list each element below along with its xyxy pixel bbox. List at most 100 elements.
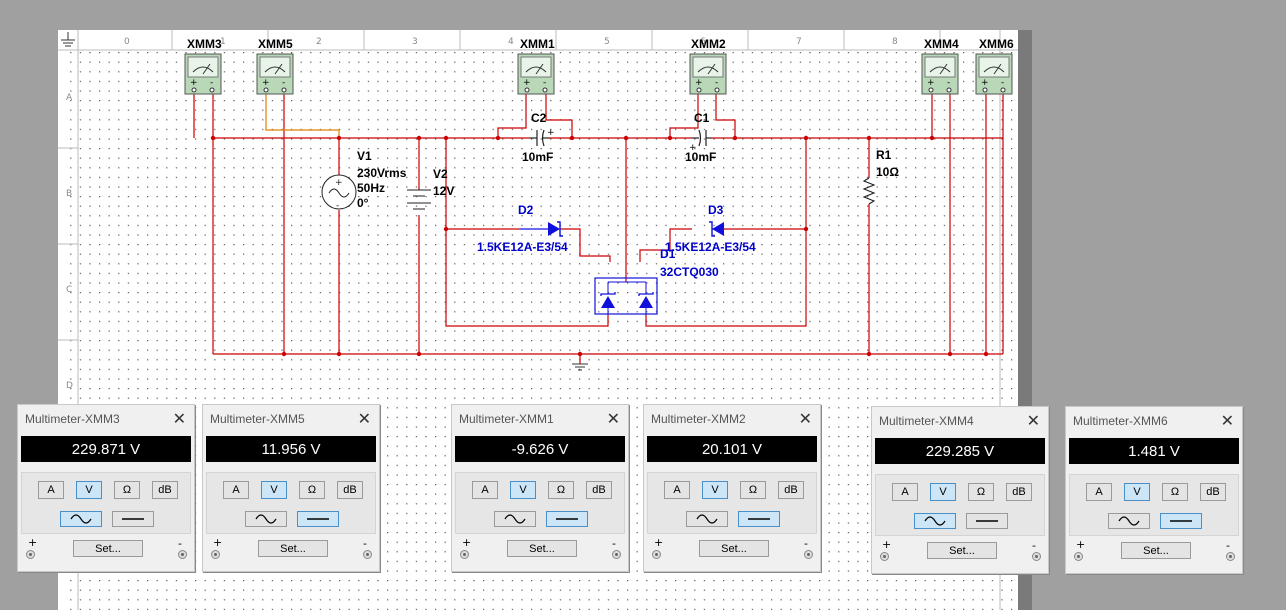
negative-terminal[interactable] (612, 550, 621, 559)
multimeter-xmm5-icon[interactable]: +- (256, 53, 294, 95)
label-xmm2: XMM2 (691, 37, 726, 51)
ac-mode-button[interactable] (914, 513, 956, 529)
dc-battery-icon[interactable] (407, 189, 431, 210)
ohmmeter-button[interactable]: Ω (548, 481, 574, 499)
dual-schottky-d1-icon[interactable] (594, 277, 658, 315)
meter-icons[interactable]: +-+-+-+-+-+- (184, 53, 1013, 95)
ac-mode-button[interactable] (60, 511, 102, 527)
ac-mode-button[interactable] (245, 511, 287, 527)
decibel-button[interactable]: dB (1200, 483, 1226, 501)
capacitor-c2-icon[interactable] (530, 129, 550, 147)
voltmeter-button[interactable]: V (76, 481, 102, 499)
zener-d3-icon[interactable] (709, 221, 724, 237)
window-title: Multimeter-XMM2 (651, 412, 746, 426)
set-button[interactable]: Set... (73, 540, 143, 557)
set-button[interactable]: Set... (699, 540, 769, 557)
wires[interactable] (193, 94, 1004, 364)
ammeter-button[interactable]: A (472, 481, 498, 499)
multimeter-xmm3-icon[interactable]: +- (184, 53, 222, 95)
window-title: Multimeter-XMM5 (210, 412, 305, 426)
d1-part: 32CTQ030 (660, 265, 719, 279)
decibel-button[interactable]: dB (586, 481, 612, 499)
resistor-icon[interactable] (862, 177, 876, 205)
decibel-button[interactable]: dB (152, 481, 178, 499)
decibel-button[interactable]: dB (337, 481, 363, 499)
dc-mode-button[interactable] (112, 511, 154, 527)
positive-terminal-label: + (213, 536, 223, 549)
ac-mode-button[interactable] (1108, 513, 1150, 529)
ruler-col-ticks (171, 30, 941, 50)
positive-terminal[interactable] (1074, 552, 1083, 561)
negative-terminal[interactable] (1032, 552, 1041, 561)
set-button[interactable]: Set... (507, 540, 577, 557)
positive-terminal[interactable] (211, 550, 220, 559)
ac-mode-button[interactable] (686, 511, 728, 527)
ohmmeter-button[interactable]: Ω (968, 483, 994, 501)
decibel-button[interactable]: dB (778, 481, 804, 499)
zener-d2-icon[interactable] (520, 221, 563, 237)
voltmeter-button[interactable]: V (261, 481, 287, 499)
dc-mode-button[interactable] (966, 513, 1008, 529)
set-button[interactable]: Set... (258, 540, 328, 557)
corner-ground-icon (61, 32, 75, 47)
ammeter-button[interactable]: A (38, 481, 64, 499)
ammeter-button[interactable]: A (223, 481, 249, 499)
svg-text:+: + (695, 78, 703, 88)
ohmmeter-button[interactable]: Ω (1162, 483, 1188, 501)
close-icon[interactable]: ✕ (1026, 411, 1040, 430)
ohmmeter-button[interactable]: Ω (299, 481, 325, 499)
dc-mode-button[interactable] (297, 511, 339, 527)
negative-terminal[interactable] (804, 550, 813, 559)
ohmmeter-button[interactable]: Ω (740, 481, 766, 499)
decibel-button[interactable]: dB (1006, 483, 1032, 501)
dc-mode-button[interactable] (546, 511, 588, 527)
set-button[interactable]: Set... (1121, 542, 1191, 559)
ammeter-button[interactable]: A (1086, 483, 1112, 501)
svg-text:-: - (210, 78, 213, 88)
svg-text:8: 8 (892, 37, 898, 47)
voltmeter-button[interactable]: V (1124, 483, 1150, 501)
positive-terminal[interactable] (880, 552, 889, 561)
ac-mode-button[interactable] (494, 511, 536, 527)
r1-name: R1 (876, 148, 892, 162)
voltmeter-button[interactable]: V (510, 481, 536, 499)
close-icon[interactable]: ✕ (1220, 411, 1234, 430)
capacitor-c1-icon[interactable] (692, 129, 712, 147)
ac-source-icon[interactable]: + - (321, 174, 357, 211)
negative-terminal[interactable] (363, 550, 372, 559)
multimeter-xmm4-icon[interactable]: +- (921, 53, 959, 95)
xmm5-orange-wire[interactable] (265, 94, 340, 138)
svg-text:-: - (947, 78, 950, 88)
close-icon[interactable]: ✕ (357, 409, 371, 428)
dc-line-icon (122, 518, 144, 520)
close-icon[interactable]: ✕ (798, 409, 812, 428)
svg-text:0: 0 (124, 37, 130, 47)
positive-terminal[interactable] (460, 550, 469, 559)
voltmeter-button[interactable]: V (702, 481, 728, 499)
negative-terminal[interactable] (1226, 552, 1235, 561)
d2-part: 1.5KE12A-E3/54 (477, 240, 568, 254)
positive-terminal[interactable] (26, 550, 35, 559)
ammeter-button[interactable]: A (892, 483, 918, 501)
multimeter-xmm2-icon[interactable]: +- (689, 53, 727, 95)
positive-terminal[interactable] (652, 550, 661, 559)
voltmeter-button[interactable]: V (930, 483, 956, 501)
ammeter-button[interactable]: A (664, 481, 690, 499)
ohmmeter-button[interactable]: Ω (114, 481, 140, 499)
close-icon[interactable]: ✕ (606, 409, 620, 428)
dc-mode-button[interactable] (738, 511, 780, 527)
svg-text:-: - (282, 78, 285, 88)
dc-mode-button[interactable] (1160, 513, 1202, 529)
negative-terminal[interactable] (178, 550, 187, 559)
close-icon[interactable]: ✕ (172, 409, 186, 428)
set-button[interactable]: Set... (927, 542, 997, 559)
multimeter-xmm1-icon[interactable]: +- (517, 53, 555, 95)
v1-freq: 50Hz (357, 181, 385, 195)
multimeter-xmm6-icon[interactable]: +- (975, 53, 1013, 95)
